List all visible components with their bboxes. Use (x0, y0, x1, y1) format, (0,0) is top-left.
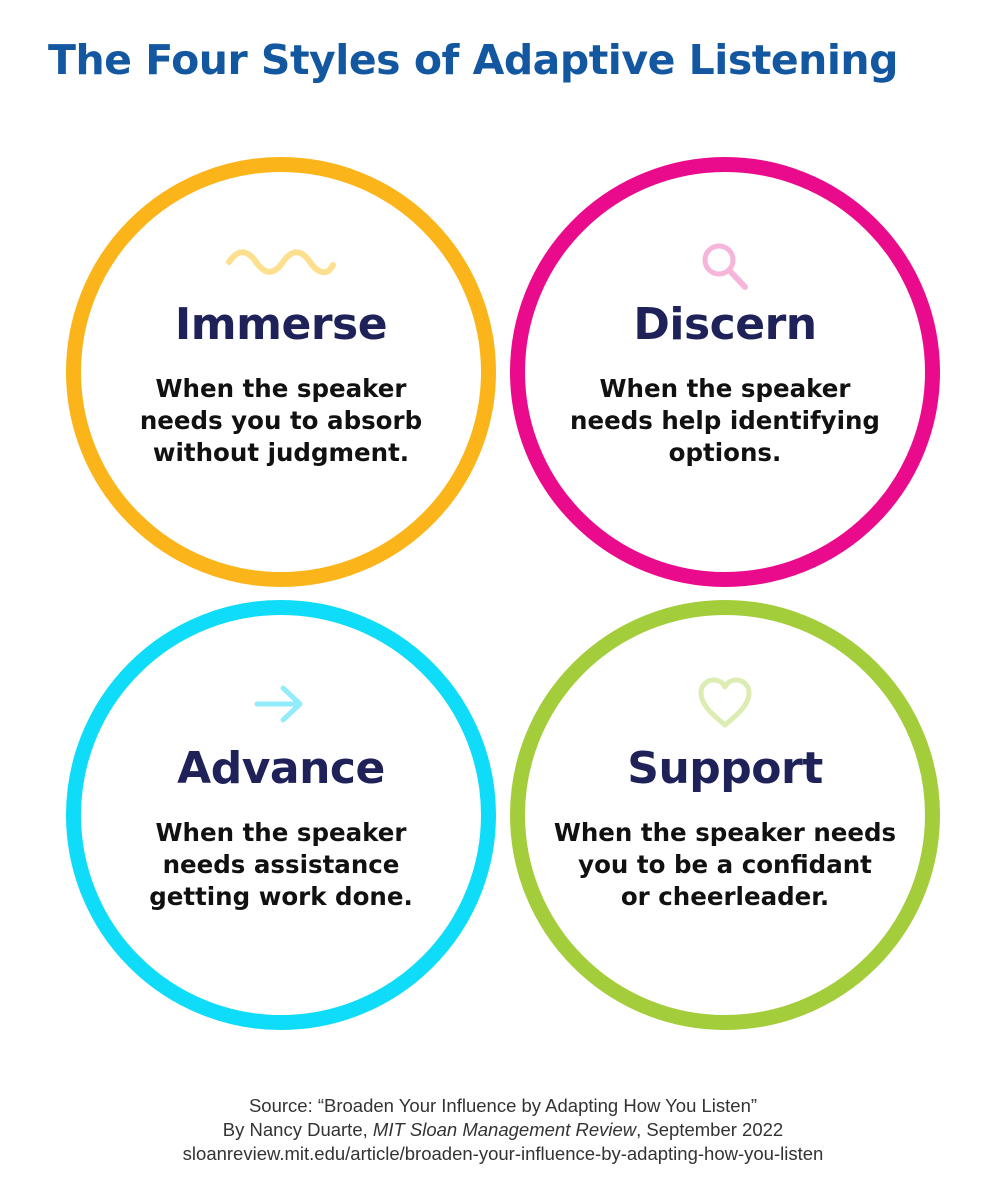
source-citation: Source: “Broaden Your Influence by Adapt… (0, 1094, 1006, 1166)
advance-line-1: When the speaker (155, 818, 407, 847)
immerse-circle: Immerse When the speaker needs you to ab… (66, 157, 496, 587)
immerse-line-2: needs you to absorb (139, 406, 423, 435)
heart-icon (698, 677, 752, 728)
advance-description: When the speaker needs assistance gettin… (81, 817, 481, 913)
discern-line-3: options. (668, 438, 782, 467)
advance-line-3: getting work done. (149, 882, 413, 911)
wave-icon (226, 249, 336, 276)
discern-line-1: When the speaker (599, 374, 851, 403)
support-heading: Support (627, 743, 823, 794)
arrow-right-icon (254, 685, 303, 723)
publication-name: MIT Sloan Management Review (372, 1119, 637, 1140)
byline-prefix: By Nancy Duarte, (222, 1119, 373, 1140)
support-line-2: you to be a confidant (578, 850, 872, 879)
advance-line-2: needs assistance (162, 850, 400, 879)
support-line-1: When the speaker needs (553, 818, 897, 847)
support-description: When the speaker needs you to be a confi… (525, 817, 925, 913)
immerse-line-1: When the speaker (155, 374, 407, 403)
support-line-3: or cheerleader. (620, 882, 830, 911)
immerse-line-3: without judgment. (152, 438, 410, 467)
byline: By Nancy Duarte, MIT Sloan Management Re… (0, 1118, 1006, 1142)
magnifier-icon (702, 243, 748, 290)
byline-suffix: , September 2022 (636, 1119, 784, 1140)
page-title: The Four Styles of Adaptive Listening (48, 36, 898, 84)
advance-circle: Advance When the speaker needs assistanc… (66, 600, 496, 1030)
immerse-heading: Immerse (174, 299, 388, 350)
source-line: Source: “Broaden Your Influence by Adapt… (248, 1095, 758, 1116)
support-circle: Support When the speaker needs you to be… (510, 600, 940, 1030)
discern-heading: Discern (633, 299, 817, 350)
immerse-description: When the speaker needs you to absorb wit… (81, 373, 481, 469)
discern-circle: Discern When the speaker needs help iden… (510, 157, 940, 587)
source-url: sloanreview.mit.edu/article/broaden-your… (182, 1143, 824, 1164)
discern-description: When the speaker needs help identifying … (525, 373, 925, 469)
discern-line-2: needs help identifying (570, 406, 880, 435)
advance-heading: Advance (177, 743, 385, 794)
